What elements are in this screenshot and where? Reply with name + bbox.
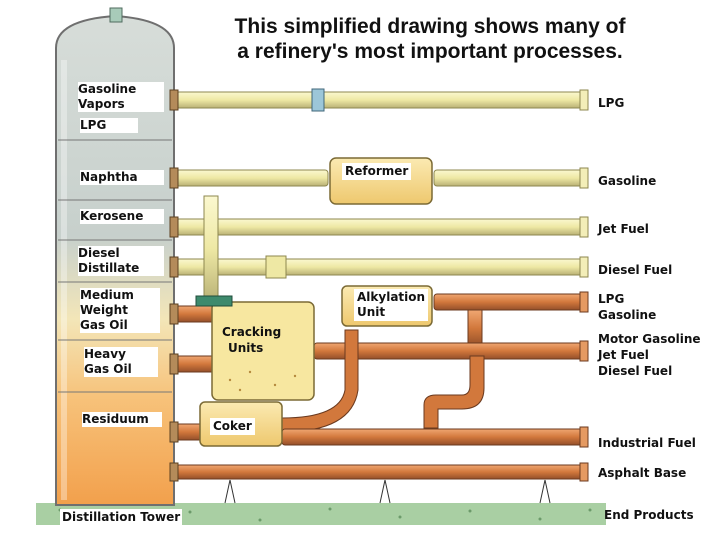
tower-cap	[109, 7, 123, 23]
fraction-diesel-distillate: Diesel Distillate	[78, 246, 164, 276]
product-gasoline: Gasoline	[598, 174, 657, 188]
cracking-label-line1: Cracking	[222, 325, 282, 339]
fraction-diesel-line2: Distillate	[78, 261, 140, 275]
product-diesel-fuel: Diesel Fuel	[598, 263, 673, 277]
cracking-label-line2: Units	[228, 341, 264, 355]
alkylation-box: Alkylation Unit	[354, 289, 429, 321]
fraction-kerosene: Kerosene	[80, 209, 164, 224]
pipe-medium-gas-oil	[175, 305, 213, 323]
fraction-lpg-label: LPG	[80, 118, 107, 132]
fraction-medium-gas-oil: Medium Weight Gas Oil	[80, 288, 160, 333]
fraction-heavy-gas-oil: Heavy Gas Oil	[84, 347, 158, 377]
fraction-naphtha-label: Naphtha	[80, 170, 138, 184]
reformer-box: Reformer	[342, 163, 412, 180]
fraction-heavy-line1: Heavy	[84, 347, 126, 361]
pipe-caps-light	[579, 89, 589, 278]
pipe-gasoline	[433, 169, 587, 187]
fraction-naphtha: Naphtha	[80, 170, 164, 185]
page-title: This simplified drawing shows many of a …	[180, 14, 680, 64]
pipe-industrial-fuel	[281, 428, 587, 446]
tower-label-box: Distillation Tower	[60, 509, 183, 526]
fraction-gasoline-vapors-line1: Gasoline	[78, 82, 137, 96]
pipe-asphalt	[175, 464, 587, 480]
pipe-heavy-gas-oil	[175, 355, 213, 373]
fraction-lpg: LPG	[80, 118, 138, 133]
product-cracked-diesel-fuel: Diesel Fuel	[598, 364, 673, 378]
fraction-residuum-label: Residuum	[82, 412, 149, 426]
fraction-heavy-line2: Gas Oil	[84, 362, 132, 376]
coker-box: Coker	[210, 418, 255, 435]
pipe-caps-copper	[579, 291, 589, 482]
product-lpg: LPG	[598, 96, 625, 110]
product-motor-gasoline: Motor Gasoline	[598, 332, 701, 346]
ground-speckles	[58, 507, 592, 522]
cracking-dots	[228, 370, 297, 392]
fraction-gasoline-vapors-line2: Vapors	[78, 97, 125, 111]
cracking-valve	[195, 295, 233, 307]
alkylation-label-line2: Unit	[357, 305, 386, 319]
tower-nozzles	[169, 89, 179, 482]
fraction-gasoline-vapors: Gasoline Vapors	[78, 82, 164, 112]
distillation-tower-label: Distillation Tower	[62, 510, 181, 524]
product-alky-lpg: LPG	[598, 292, 625, 306]
cracking-unit	[211, 301, 315, 401]
tower-rungs	[58, 139, 172, 393]
pipe-lpg	[175, 88, 587, 112]
pipe-alky-out	[433, 293, 587, 347]
pipe-diesel	[175, 255, 587, 279]
product-alky-gasoline: Gasoline	[598, 308, 657, 322]
fraction-medium-line3: Gas Oil	[80, 318, 128, 332]
title-line-1: This simplified drawing shows many of	[234, 15, 626, 38]
alkylation-label-line1: Alkylation	[357, 290, 426, 304]
end-products-label: End Products	[604, 508, 694, 522]
fraction-residuum: Residuum	[82, 412, 162, 427]
fraction-diesel-line1: Diesel	[78, 246, 120, 260]
product-industrial-fuel: Industrial Fuel	[598, 436, 696, 450]
pipe-kerosene	[175, 218, 587, 236]
pipe-naphtha	[175, 169, 329, 187]
pipe-supports	[224, 479, 551, 504]
fraction-medium-line2: Weight	[80, 303, 128, 317]
fraction-medium-line1: Medium	[80, 288, 134, 302]
product-jet-fuel: Jet Fuel	[598, 222, 649, 236]
fraction-kerosene-label: Kerosene	[80, 209, 144, 223]
product-cracked-jet-fuel: Jet Fuel	[598, 348, 649, 362]
pipe-return	[423, 355, 485, 429]
title-line-2: a refinery's most important processes.	[237, 40, 623, 63]
coker-label: Coker	[213, 419, 252, 433]
product-asphalt-base: Asphalt Base	[598, 466, 687, 480]
reformer-label: Reformer	[345, 164, 409, 178]
pipe-downcomer	[203, 195, 219, 303]
